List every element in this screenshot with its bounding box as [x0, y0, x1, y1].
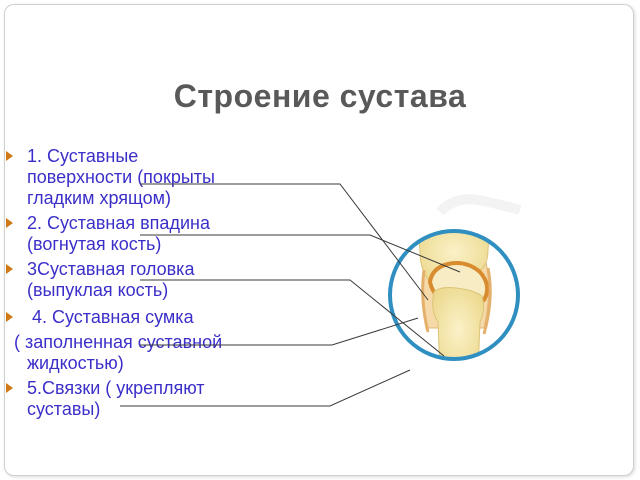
list-item-2-line-1: 2. Суставная впадина	[27, 213, 210, 233]
label-list: 1. Суставные поверхности (покрыты гладки…	[4, 146, 334, 420]
list-item-4-continued: ( заполненная суставной жидкостью)	[4, 332, 334, 374]
list-item-5-line-2: суставы)	[27, 399, 101, 419]
list-item-4b-line-2: жидкостью)	[27, 353, 124, 373]
bullet-icon	[6, 383, 13, 393]
list-item-1-line-3: гладким хрящом)	[27, 188, 172, 208]
bullet-icon	[6, 151, 13, 161]
bullet-icon	[6, 218, 13, 228]
list-item-3-line-1: 3Суставная головка	[27, 259, 195, 279]
list-item-1-line-2: поверхности (покрыты	[27, 167, 215, 187]
list-item-5-line-1: 5.Связки ( укрепляют	[27, 378, 205, 398]
list-item-5: 5.Связки ( укрепляют суставы)	[4, 378, 334, 420]
list-item-1-line-1: 1. Суставные	[27, 146, 139, 166]
bullet-icon	[6, 312, 13, 322]
list-item-2-line-2: (вогнутая кость)	[27, 234, 162, 254]
list-item-3: 3Суставная головка (выпуклая кость)	[4, 259, 334, 301]
list-item-4-line-1: 4. Суставная сумка	[27, 307, 194, 327]
list-item-3-line-2: (выпуклая кость)	[27, 280, 169, 300]
list-item-1: 1. Суставные поверхности (покрыты гладки…	[4, 146, 334, 209]
list-item-4b-line-1: ( заполненная суставной	[14, 332, 223, 352]
bullet-icon	[6, 264, 13, 274]
slide-title: Строение сустава	[173, 78, 467, 114]
list-item-4: 4. Суставная сумка	[4, 307, 334, 328]
list-item-2: 2. Суставная впадина (вогнутая кость)	[4, 213, 334, 255]
